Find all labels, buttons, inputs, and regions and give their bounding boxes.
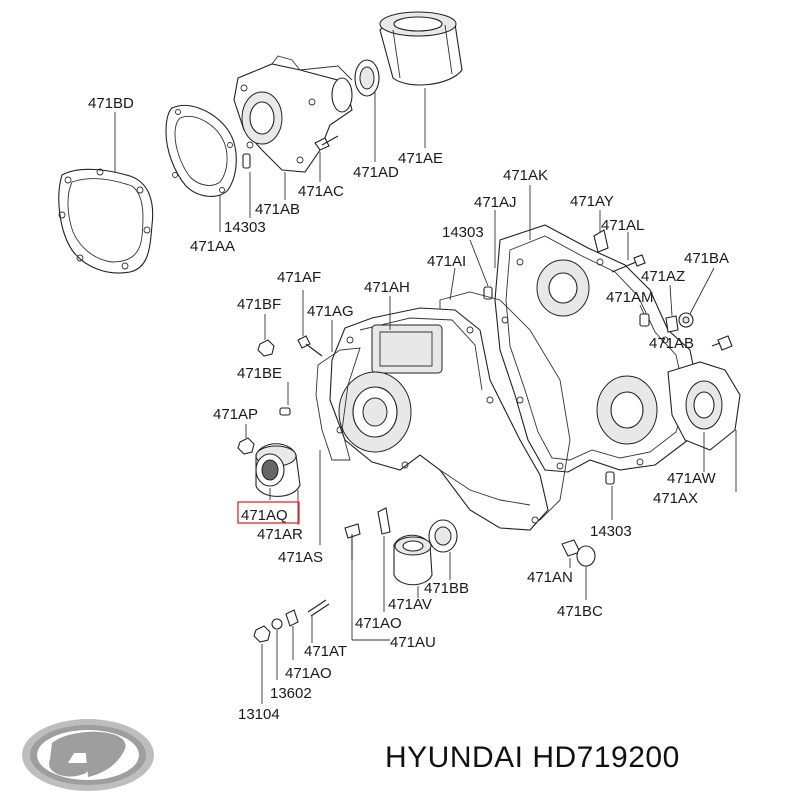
bracket-471au [377,507,391,535]
label-471as: 471AS [278,549,323,566]
gasket-471ag [315,347,361,461]
label-471bb: 471BB [424,580,469,597]
gasket-471aa [165,104,237,197]
label-471an: 471AN [527,569,573,586]
label-471ax: 471AX [653,490,698,507]
label-471aw: 471AW [667,470,716,487]
label-14303-low: 14303 [590,523,632,540]
leader-14303-mid [469,239,489,287]
plug-471az [665,315,679,333]
oil-seal-471ad [354,59,380,97]
label-471ao-low: 471AO [285,665,332,682]
label-471ar: 471AR [257,526,303,543]
label-471aj: 471AJ [474,194,517,211]
sleeve-471ae [379,11,463,86]
label-471ag: 471AG [307,303,354,320]
highlight-box-471aq [237,501,300,524]
label-471ah: 471AH [364,279,410,296]
label-471av: 471AV [388,596,432,613]
label-471af: 471AF [277,269,321,286]
label-471bc: 471BC [557,603,603,620]
bolt-471ac [314,135,339,151]
label-471ap: 471AP [213,406,258,423]
label-471aa: 471AA [190,238,235,255]
label-14303-top: 14303 [224,219,266,236]
bolt-471ao-mid [344,523,361,560]
seal-471bb [428,519,458,553]
washer-13602 [271,618,283,630]
front-case-471ah [329,307,549,531]
clip-471ao-low [285,609,299,627]
label-471bd: 471BD [88,95,134,112]
label-471ak: 471AK [503,167,548,184]
label-471az: 471AZ [641,268,685,285]
bolt-471ab-right [711,335,733,351]
brand-caption: HYUNDAI HD719200 [385,741,680,774]
nut-13104 [253,625,271,643]
bolt-471af [297,335,323,357]
oil-seal-471aq [255,443,301,497]
pin-14303-low [605,471,615,485]
rear-case-471ak [494,224,701,473]
plug-471an [561,539,596,567]
leader-471ai [449,267,456,301]
stud-471at [307,599,330,617]
bolt-471al [611,254,646,273]
leader-471ba [689,267,715,315]
pin-14303-top [242,153,251,169]
extension-housing-471ab [233,55,353,173]
label-13104: 13104 [238,706,280,723]
label-471bf: 471BF [237,296,281,313]
leader-471az [669,284,673,317]
leader-471am [639,304,645,315]
label-471ad: 471AD [353,164,399,181]
label-471ab: 471AB [255,201,300,218]
nut-471ap [237,437,255,455]
label-471be: 471BE [237,365,282,382]
label-471al: 471AL [601,217,644,234]
label-14303-mid: 14303 [442,224,484,241]
label-471ba: 471BA [684,250,729,267]
label-471aq: 471AQ [241,507,288,524]
pin-471ap [279,407,291,416]
hyundai-logo-icon [22,719,154,791]
nut-471bf [257,339,275,357]
washer-471ba-hole [682,316,690,324]
cover-471aw [667,361,741,451]
part-471am [639,313,650,327]
label-471au: 471AU [390,634,436,651]
label-471ao-mid: 471AO [355,615,402,632]
clip-471ay [593,229,609,253]
bearing-471av [393,534,433,586]
label-13602: 13602 [270,685,312,702]
label-471ab-right: 471AB [649,335,694,352]
label-471ac: 471AC [298,183,344,200]
label-471at: 471AT [304,643,347,660]
label-471am: 471AM [606,289,654,306]
label-471ai: 471AI [427,253,466,270]
label-471ae: 471AE [398,150,443,167]
gasket-471bd [58,168,154,274]
label-471ay: 471AY [570,193,614,210]
